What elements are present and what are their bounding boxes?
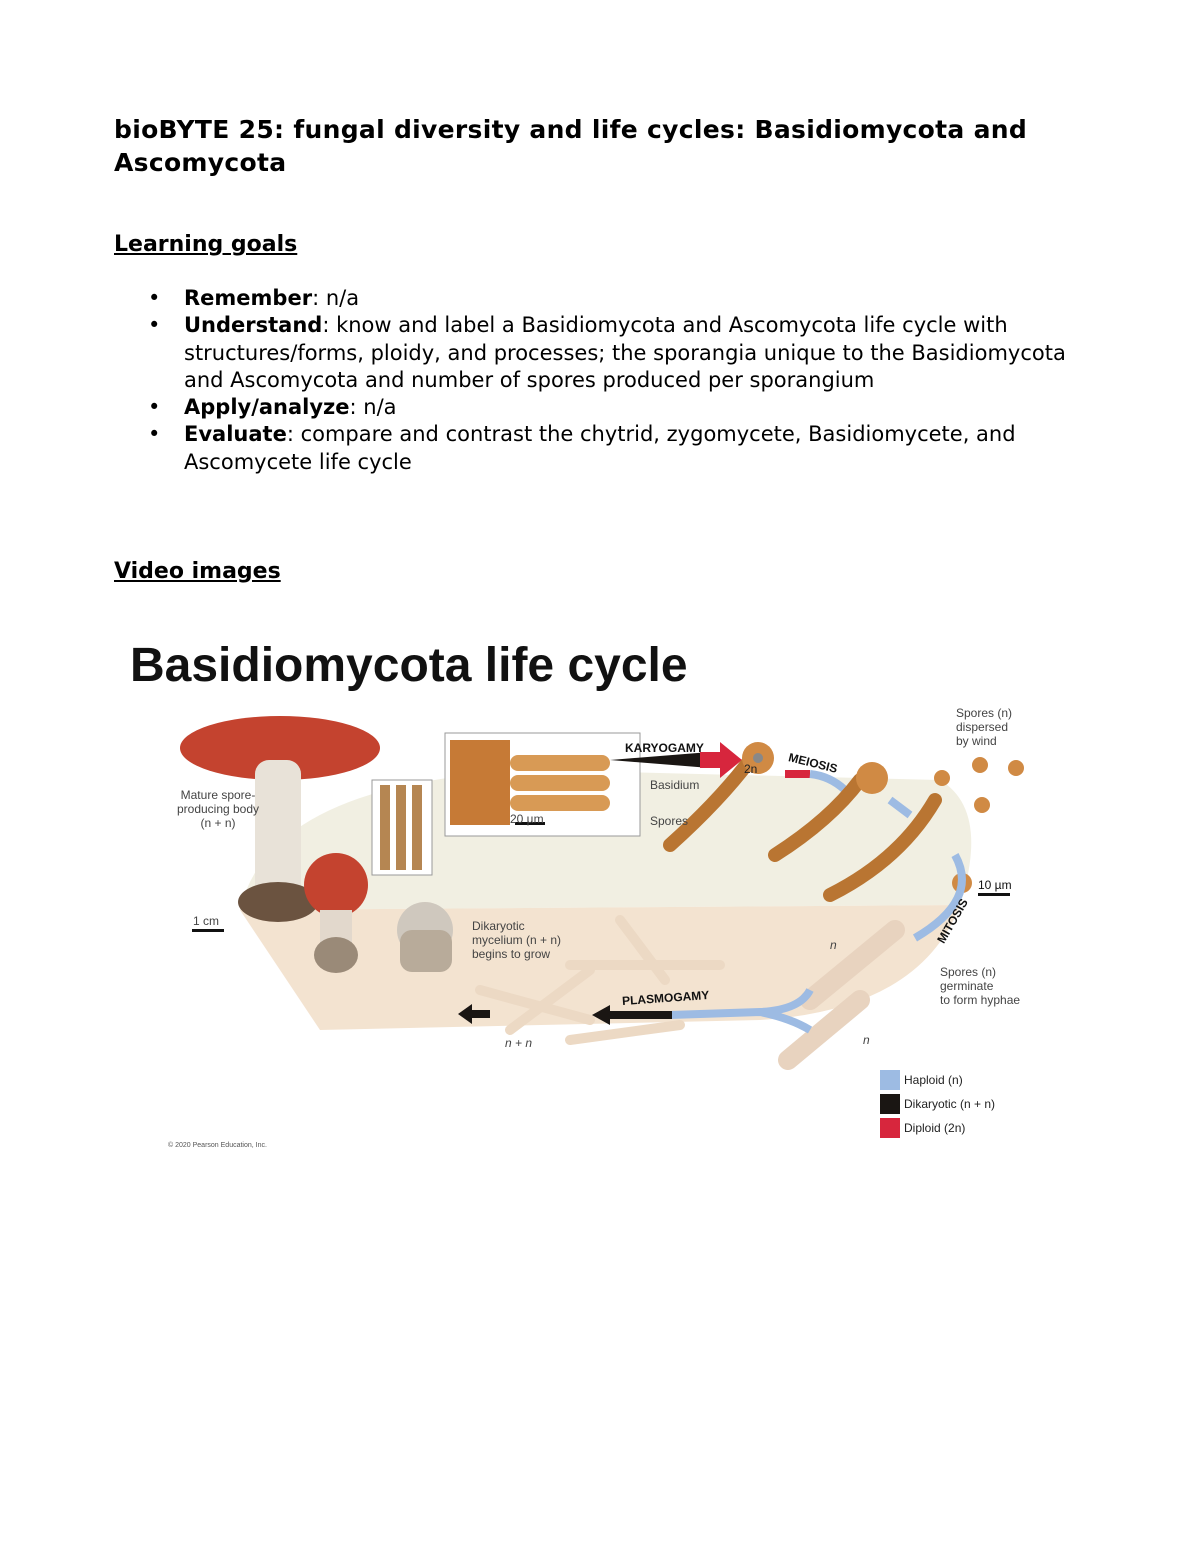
legend-label: Diploid (2n) [904,1121,966,1135]
basidium-label: Basidium [650,778,700,792]
video-images-heading: Video images [114,559,281,584]
learning-goals-heading: Learning goals [114,232,298,257]
goal-term: Understand [184,313,323,338]
goal-item: • Understand: know and label a Basidiomyc… [114,312,1094,394]
goal-text: : compare and contrast the chytrid, zygo… [184,422,1016,474]
young-mushroom-cap [304,853,368,917]
mushroom-stem [255,760,301,910]
spores-label: Spores [650,814,689,828]
spore [974,797,990,813]
legend-haploid: Haploid (n) [880,1070,963,1090]
copyright: © 2020 Pearson Education, Inc. [168,1142,267,1149]
bullet-icon: • [148,286,161,310]
goal-text: : n/a [349,395,397,420]
mushroom-cap [180,716,380,780]
mitosis-arrow [912,853,966,942]
goal-term: Apply/analyze [184,395,350,420]
karyogamy-label: KARYOGAMY [625,741,704,755]
growth-arrow [458,1004,490,1024]
n-plus-n-label: n + n [505,1036,533,1050]
figure-title: Basidiomycota life cycle [130,639,688,692]
spore [934,770,950,786]
diploid-swatch [880,1118,900,1138]
n-label: n [863,1033,870,1047]
karyogamy-arrow [610,752,710,768]
goal-text: : know and label a Basidiomycota and Asc… [184,313,1066,392]
goal-item: • Evaluate: compare and contrast the chyt… [114,421,1094,476]
spores-dispersed-label: Spores (n) dispersed by wind [956,706,1013,748]
spores-germinate-label: Spores (n) germinate to form hyphae [940,965,1021,1007]
spore [1008,760,1024,776]
goal-term: Remember [184,286,313,310]
dikaryotic-mycelium-label: Dikaryotic mycelium (n + n) begins to gr… [472,919,562,961]
meiosis-arrow [809,770,848,793]
scale-10um-label: 10 µm [978,878,1012,892]
bullet-icon: • [148,313,161,338]
basidiomycota-life-cycle-figure: Basidiomycota life cycle [120,630,1060,1160]
learning-goals-list: •Remember: n/a •Understand: know and lab… [114,285,1094,476]
goal-text: : n/a [312,286,360,310]
plasmogamy-blue-arrow [669,987,814,1034]
bullet-icon: • [148,422,161,447]
haploid-swatch [880,1070,900,1090]
two-n-label: 2n [744,762,758,776]
mature-body-label: Mature spore- producing body (n + n) [176,788,260,830]
legend-label: Haploid (n) [904,1073,963,1087]
plasmogamy-arrow [592,1005,672,1025]
legend-label: Dikaryotic (n + n) [904,1097,996,1111]
scale-1cm-label: 1 cm [193,914,220,928]
goal-term: Evaluate [184,422,287,447]
legend-dikaryotic: Dikaryotic (n + n) [880,1094,995,1114]
basidium-2n [663,753,757,852]
bullet-icon: • [148,395,161,420]
goal-item: • Remember: n/a [114,285,1094,312]
dikaryotic-mycelium [475,915,725,1045]
legend-diploid: Diploid (2n) [880,1118,965,1138]
life-cycle-illustration [180,716,1024,1070]
basidium-spores [823,793,942,902]
haploid-hypha [800,920,905,1010]
haploid-hypha [778,990,870,1070]
scale-20um-label: 20 µm [510,812,544,826]
goal-item: • Apply/analyze: n/a [114,394,1094,421]
n-label: n [830,938,837,952]
document-title: bioBYTE 25: fungal diversity and life cy… [114,115,1028,177]
basidium-meiosis [768,773,867,862]
dikaryotic-swatch [880,1094,900,1114]
spore [972,757,988,773]
